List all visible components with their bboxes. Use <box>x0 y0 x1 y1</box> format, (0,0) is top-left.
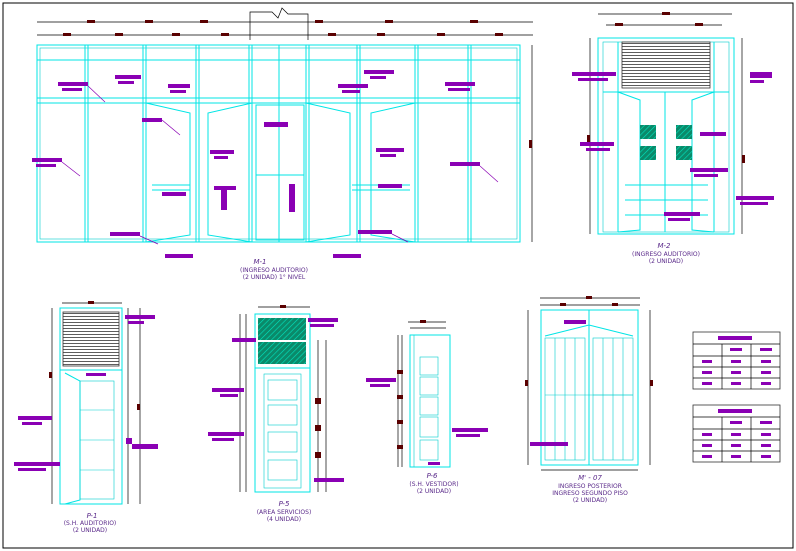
schedule-table-2 <box>692 404 781 463</box>
caption-line1-m07: INGRESO POSTERIOR <box>558 483 622 490</box>
elevation-m2: M-2 (INGRESO AUDITORIO) (2 UNIDAD) <box>572 12 774 265</box>
caption-line1-p6: (S.H. VESTIDOR) <box>409 481 458 488</box>
caption-code-m2: M-2 <box>657 242 671 250</box>
caption-line2-m1: (2 UNIDAD) 1° NIVEL <box>243 274 306 281</box>
caption-line2-p1: (2 UNIDAD) <box>73 527 107 534</box>
caption-line2-p6: (2 UNIDAD) <box>417 488 451 495</box>
caption-line3-m07: (2 UNIDAD) <box>573 497 607 504</box>
caption-line1-m2: (INGRESO AUDITORIO) <box>632 251 700 258</box>
caption-code-m07: M' - 07 <box>578 474 602 482</box>
elevation-m07: M' - 07 INGRESO POSTERIOR INGRESO SEGUND… <box>525 296 653 504</box>
elevation-m1: M-1 (INGRESO AUDITORIO) (2 UNIDAD) 1° NI… <box>32 7 533 281</box>
caption-code-p6: P-6 <box>427 472 438 480</box>
caption-line2-m07: INGRESO SEGUNDO PISO <box>552 490 628 497</box>
caption-code-p1: P-1 <box>87 512 98 520</box>
caption-line1-p1: (S.H. AUDITORIO) <box>64 520 117 527</box>
elevation-p1: P-1 (S.H. AUDITORIO) (2 UNIDAD) <box>14 301 158 534</box>
caption-line1-p5: (AREA SERVICIOS) <box>257 509 312 516</box>
caption-line2-p5: (4 UNIDAD) <box>267 516 301 523</box>
caption-code-p5: P-5 <box>279 500 290 508</box>
elevation-p5: P-5 (AREA SERVICIOS) (4 UNIDAD) <box>208 305 344 523</box>
schedule-table-1 <box>692 331 781 390</box>
caption-line2-m2: (2 UNIDAD) <box>649 258 683 265</box>
caption-line1-m1: (INGRESO AUDITORIO) <box>240 267 308 274</box>
elevation-p6: P-6 (S.H. VESTIDOR) (2 UNIDAD) <box>366 320 488 495</box>
caption-code-m1: M-1 <box>253 258 266 266</box>
